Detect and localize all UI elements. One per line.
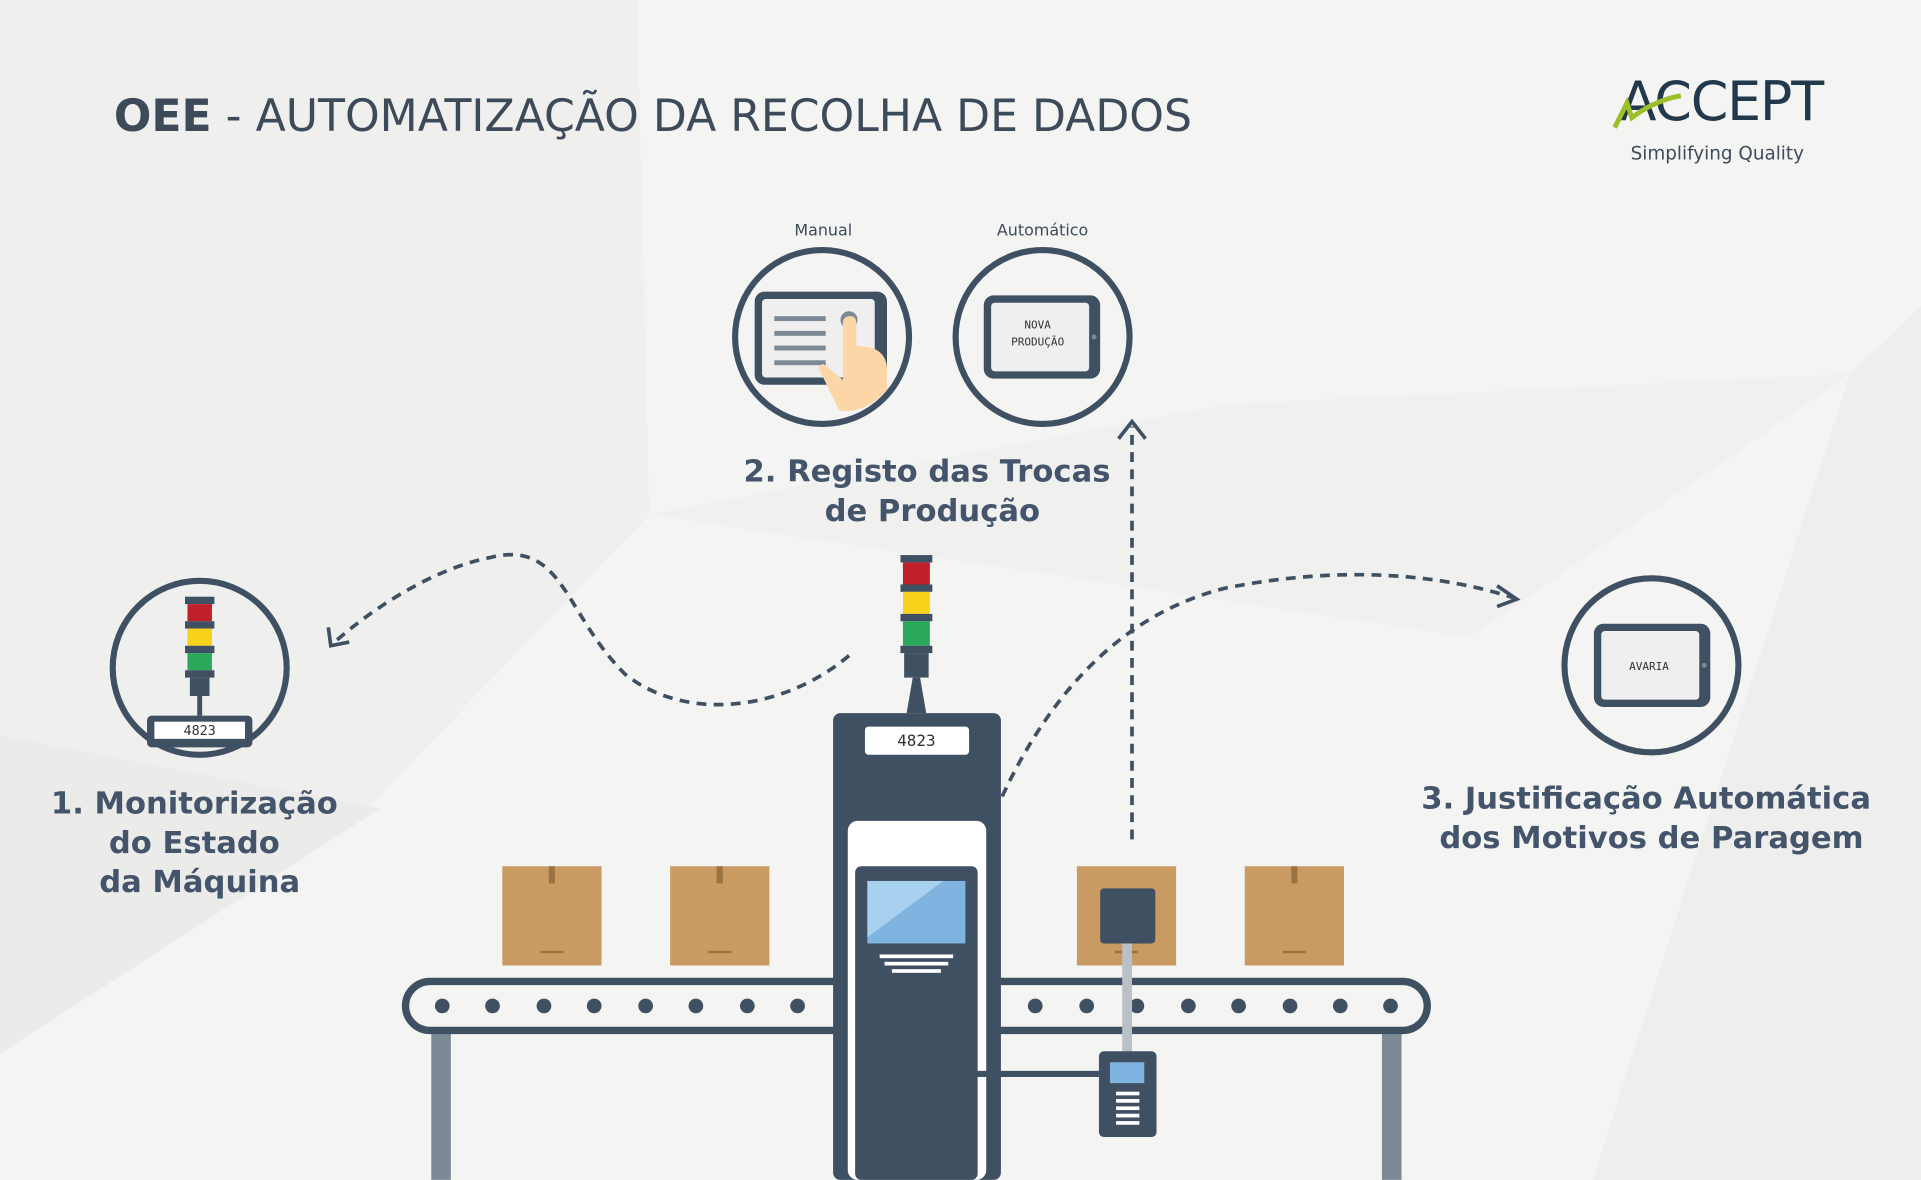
- dashed-arrows: [332, 426, 1515, 840]
- arrow-to-monitor: [332, 552, 851, 707]
- arrow-to-justificacao: [1000, 572, 1515, 798]
- manual-label: Manual: [794, 220, 852, 239]
- monitor-icon: 4823: [109, 577, 290, 758]
- avaria-screen-text: AVARIA: [1629, 660, 1669, 673]
- machine: 4823: [833, 555, 1001, 1180]
- logo-tagline: Simplifying Quality: [1631, 143, 1804, 164]
- auto-label: Automático: [997, 220, 1088, 239]
- step-1-label: 1. Monitorização do Estado da Máquina: [51, 787, 349, 900]
- logo-check-icon: [1612, 93, 1682, 129]
- barcode-scanner: [976, 888, 1157, 1138]
- avaria-tablet-icon: AVARIA: [1561, 575, 1742, 756]
- manual-tablet-touch-icon: [732, 246, 913, 428]
- step-3-label: 3. Justificação Automática dos Motivos d…: [1421, 782, 1881, 856]
- conveyor-legs: [431, 1031, 1402, 1180]
- arrow-heads: [326, 418, 1521, 648]
- logo-brand: ACCEPT: [1620, 70, 1826, 133]
- monitor-counter: 4823: [183, 723, 215, 739]
- machine-counter: 4823: [897, 731, 935, 750]
- step-2-label: 2. Registo das Trocas de Produção: [744, 455, 1122, 529]
- accept-logo: ACCEPT Simplifying Quality: [1612, 70, 1826, 164]
- conveyor-rollers: [434, 998, 1398, 1014]
- page-title: OEE - AUTOMATIZAÇÃO DA RECOLHA DE DADOS: [114, 90, 1192, 142]
